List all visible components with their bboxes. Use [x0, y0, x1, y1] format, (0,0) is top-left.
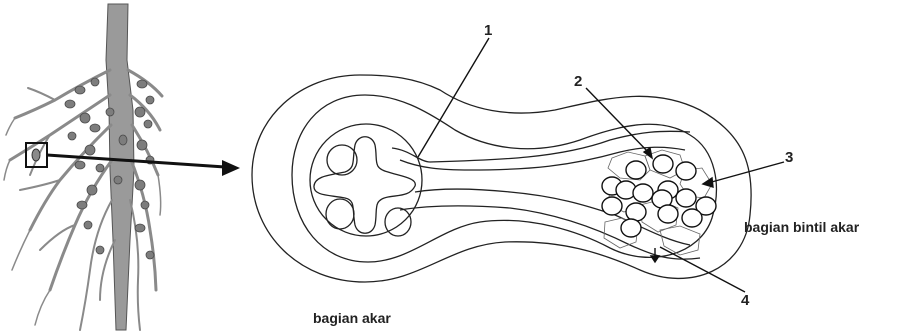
phloem	[327, 145, 357, 175]
bacteroid-cells	[602, 155, 716, 237]
phloem	[385, 208, 411, 236]
label-part-2: 2	[574, 73, 582, 90]
outer-outline	[252, 75, 751, 282]
root-system-illustration	[4, 4, 162, 330]
label-part-4: 4	[741, 292, 750, 309]
leader-lines	[418, 38, 784, 292]
phloem	[326, 199, 354, 229]
label-nodule-section: bagian bintil akar	[744, 219, 860, 235]
cross-section	[252, 75, 751, 282]
label-part-1: 1	[484, 22, 492, 39]
taproot	[106, 4, 134, 330]
inner-outline	[292, 95, 716, 262]
label-root-section: bagian akar	[313, 310, 391, 326]
label-part-3: 3	[785, 149, 793, 166]
